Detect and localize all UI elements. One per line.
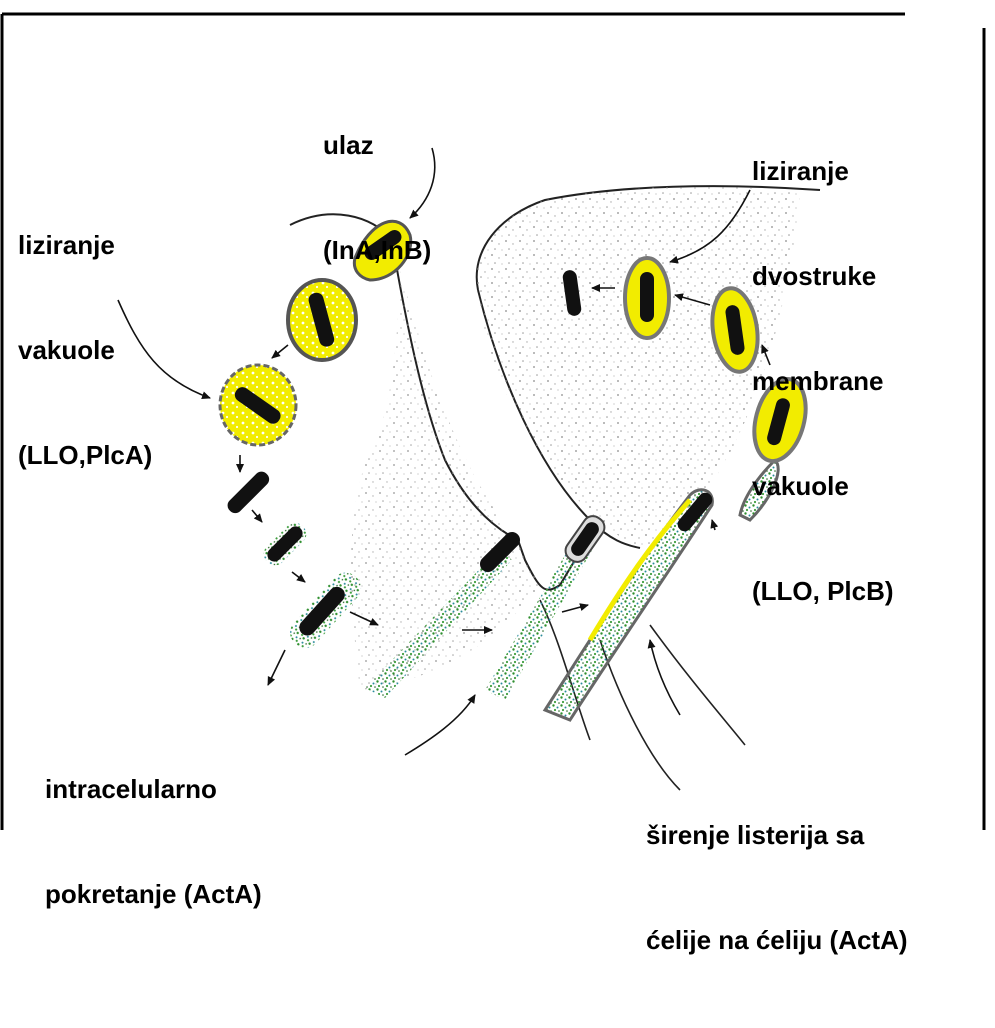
label-dm-line-3: membrane [752,364,894,399]
bacterium-with-actin-1 [260,519,311,570]
label-motility-line-1: intracelularno [45,772,262,807]
label-vacuole-lysis-line-1: liziranje [18,228,152,263]
label-motility-line-2: pokretanje (ActA) [45,877,262,912]
label-double-membrane-lysis: liziranje dvostruke membrane vakuole (LL… [752,84,894,679]
dm-vacuole-right-top [625,258,669,338]
label-entry-line-2: (InA,InB) [323,233,431,268]
label-spread-line-2: ćelije na ćeliju (ActA) [646,923,908,958]
free-bacterium-1 [225,469,272,516]
label-spread-line-1: širenje listerija sa [646,818,908,853]
label-cell-to-cell-spread: širenje listerija sa ćelije na ćeliju (A… [646,748,908,1028]
label-intracellular-motility: intracelularno pokretanje (ActA) [45,702,262,982]
label-dm-line-1: liziranje [752,154,894,189]
label-dm-line-2: dvostruke [752,259,894,294]
label-vacuole-lysis-line-3: (LLO,PlcA) [18,438,152,473]
label-entry: ulaz (InA,InB) [323,58,431,338]
label-dm-line-5: (LLO, PlcB) [752,574,894,609]
label-dm-line-4: vakuole [752,469,894,504]
vacuole-2 [220,365,296,445]
diagram: ulaz (InA,InB) liziranje vakuole (LLO,Pl… [0,0,995,830]
label-vacuole-lysis: liziranje vakuole (LLO,PlcA) [18,158,152,543]
label-vacuole-lysis-line-2: vakuole [18,333,152,368]
label-entry-line-1: ulaz [323,128,431,163]
